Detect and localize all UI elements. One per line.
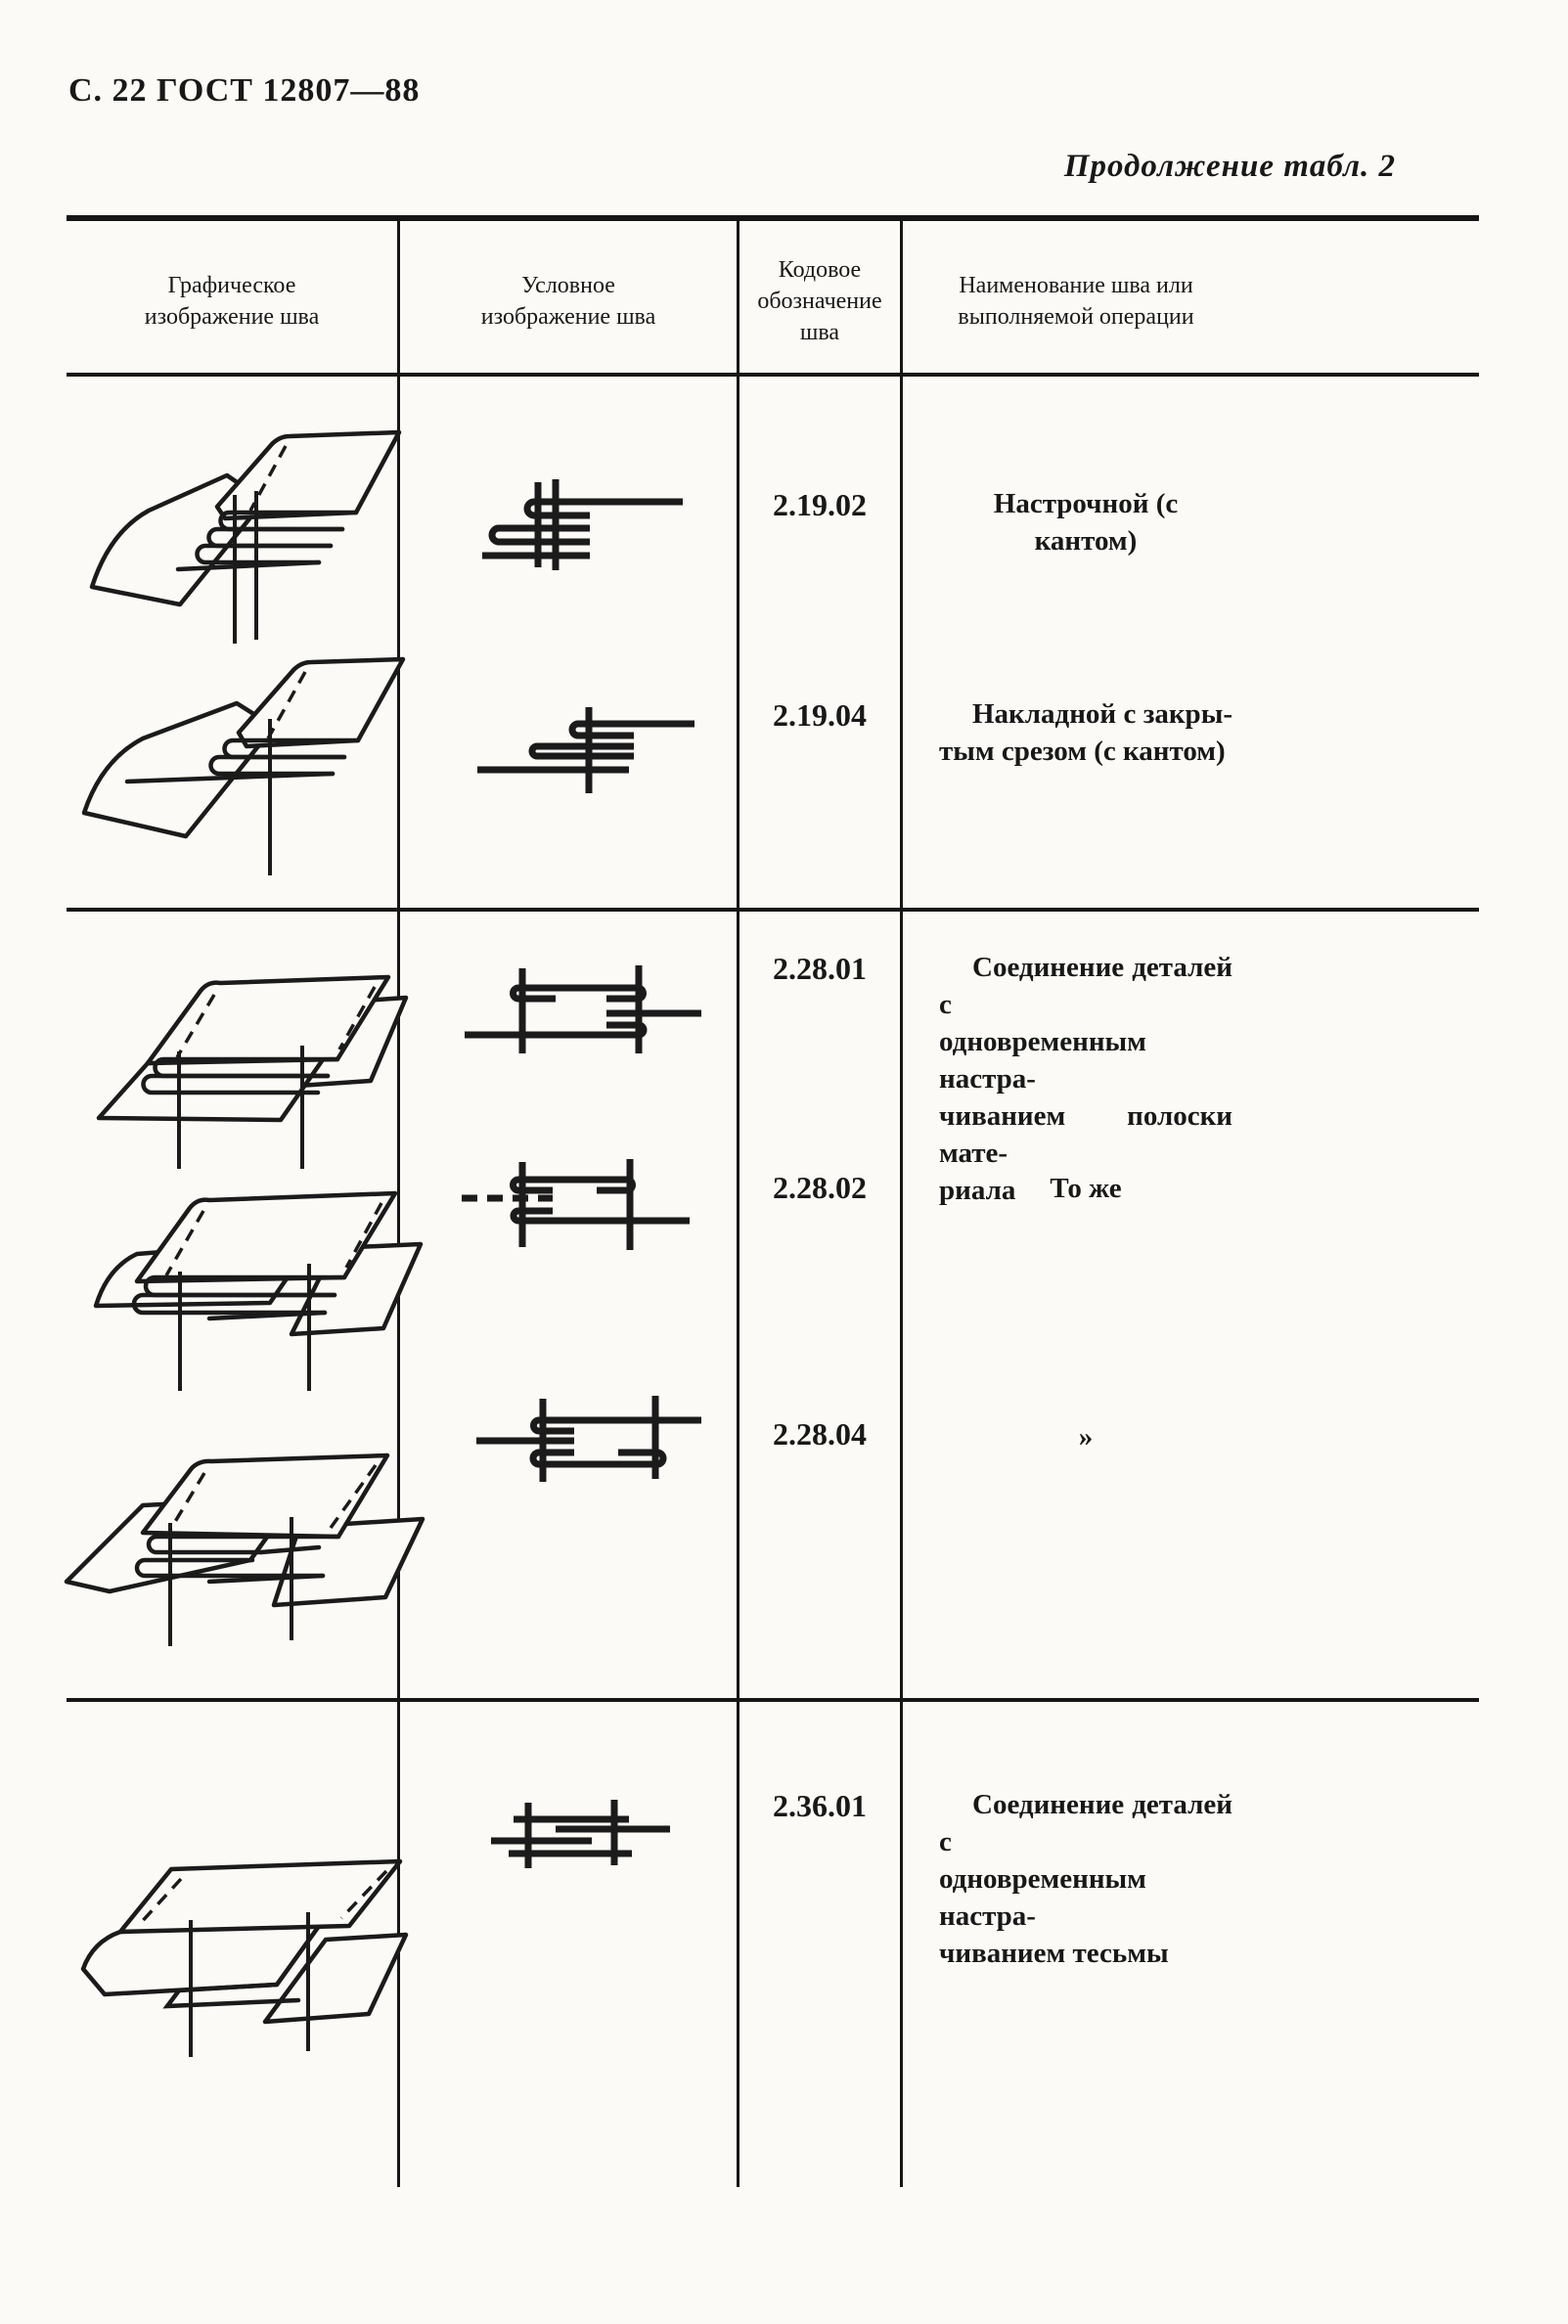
seam-name-line: Соединение деталей с — [939, 952, 1232, 1020]
seam-name-line: Соединение деталей с — [939, 1789, 1232, 1857]
seam-code: 2.19.02 — [773, 487, 867, 522]
seam-graphic-2-28-04 — [64, 1452, 426, 1646]
seam-name: То же — [939, 1170, 1232, 1207]
seam-symbol-2-36-01 — [491, 1800, 670, 1868]
seam-name-line: Накладной с закры- — [972, 698, 1232, 730]
column-header-code: Кодовое обозначение шва — [757, 257, 882, 345]
seam-name: Накладной с закры-тым срезом (с кантом) — [939, 695, 1232, 770]
seam-graphic-2-19-04 — [81, 656, 406, 875]
page-header: С. 22 ГОСТ 12807—88 — [68, 72, 421, 109]
column-header-name: Наименование шва или выполняемой операци… — [958, 273, 1194, 330]
seam-name-line: » — [1078, 1421, 1094, 1452]
seam-symbol-2-28-02 — [462, 1159, 690, 1250]
column-header-graphic: Графическое изображение шва — [144, 273, 320, 330]
table-top-rule — [67, 215, 1479, 221]
seam-name: » — [939, 1418, 1232, 1455]
seam-name-line: одновременным настра- — [939, 1026, 1146, 1095]
column-separator-2 — [737, 217, 739, 2187]
column-separator-3 — [900, 217, 903, 2187]
section-rule-1 — [67, 908, 1479, 912]
seam-symbol-2-28-04 — [476, 1396, 701, 1482]
seam-graphic-2-19-02 — [89, 429, 402, 644]
column-separator-1 — [397, 217, 400, 2187]
seam-symbol-2-19-04 — [477, 707, 694, 793]
seam-code: 2.28.04 — [773, 1416, 867, 1452]
seam-name-line: одновременным настра- — [939, 1863, 1146, 1932]
seam-code: 2.19.04 — [773, 697, 867, 733]
section-rule-2 — [67, 1698, 1479, 1702]
seam-name: Настрочной (с кантом) — [939, 485, 1232, 559]
seam-name-line: чиванием полоски мате- — [939, 1100, 1232, 1169]
seam-name-line: чиванием тесьмы — [939, 1938, 1169, 1969]
header-bottom-rule — [67, 373, 1479, 377]
table-continuation-caption: Продолжение табл. 2 — [1063, 149, 1396, 184]
seam-code: 2.28.02 — [773, 1170, 867, 1205]
seam-symbol-2-19-02 — [482, 479, 683, 570]
seam-code: 2.36.01 — [773, 1788, 867, 1823]
seam-graphic-2-36-01 — [80, 1858, 409, 2057]
seam-name-line: тым срезом (с кантом) — [939, 736, 1226, 767]
seam-name-line: риала — [939, 1175, 1016, 1206]
seam-name-line: Настрочной (с кантом) — [993, 488, 1179, 557]
column-header-conventional: Условное изображение шва — [480, 273, 656, 330]
seam-graphic-2-28-01 — [96, 974, 409, 1169]
seam-graphic-2-28-02 — [93, 1190, 424, 1391]
seam-symbol-2-28-01 — [465, 965, 701, 1053]
seam-code: 2.28.01 — [773, 951, 867, 986]
seam-name-line: То же — [1050, 1173, 1122, 1204]
